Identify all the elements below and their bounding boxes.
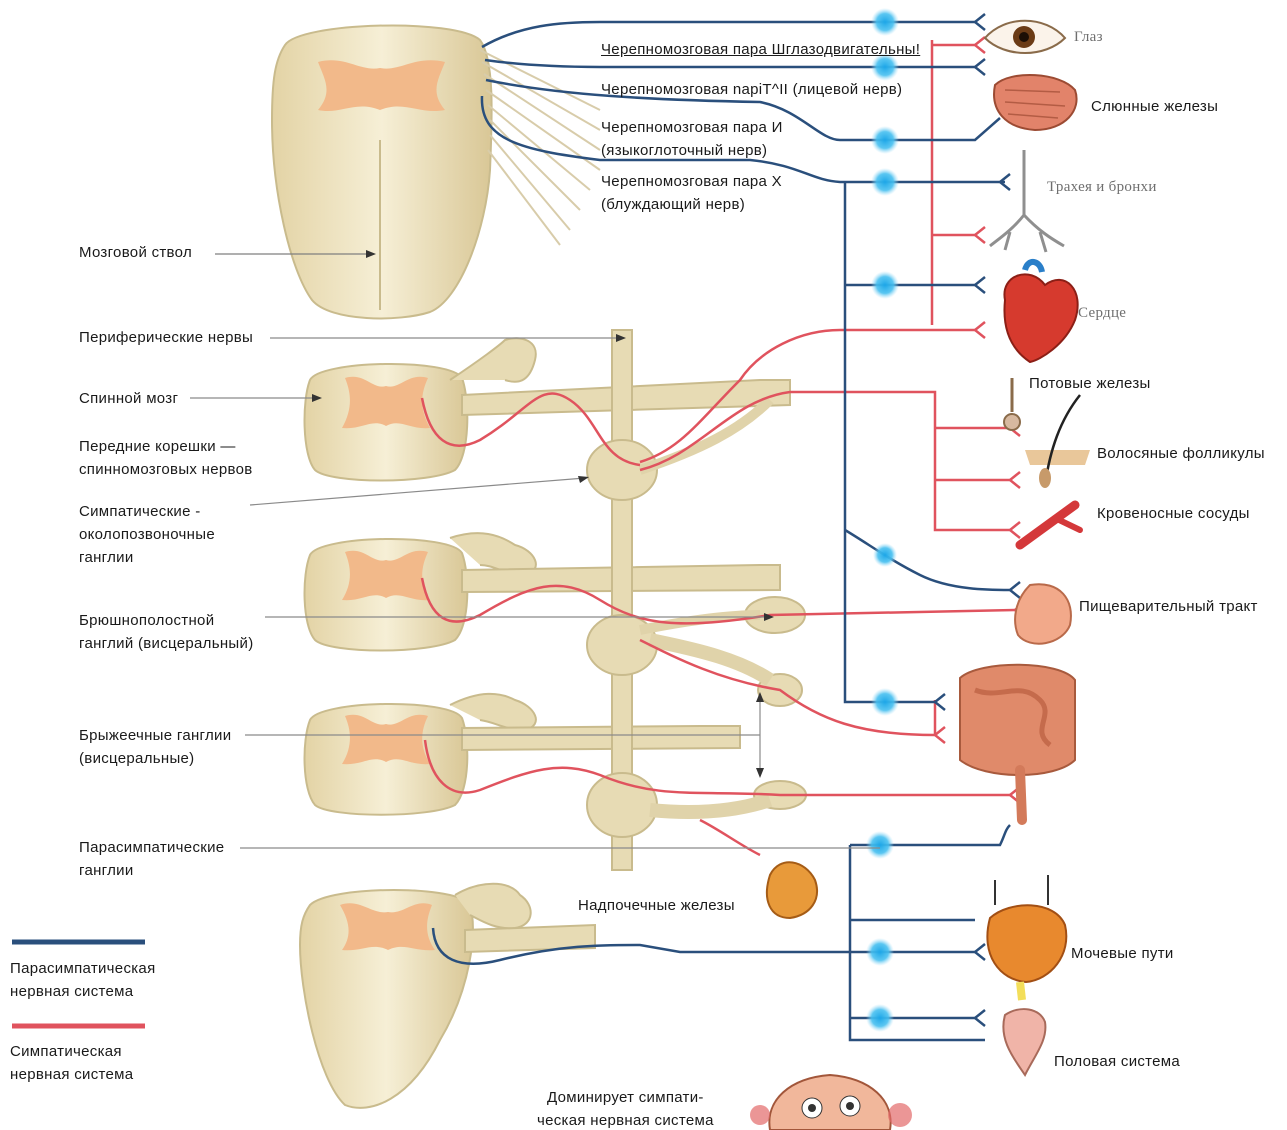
spinal-segment-1 bbox=[305, 338, 790, 480]
label-heart: Сердце bbox=[1078, 302, 1126, 325]
label-cranial-nerve-9: Черепномозговая пара И (языкоглоточный н… bbox=[601, 116, 783, 162]
label-salivary-glands: Слюнные железы bbox=[1091, 95, 1218, 118]
salivary-glands-illustration bbox=[994, 75, 1077, 130]
digestive-tract-illustration bbox=[960, 584, 1075, 820]
sweat-gland-illustration bbox=[1004, 378, 1020, 430]
spinal-segment-3 bbox=[305, 694, 740, 815]
label-peripheral-nerves: Периферические нервы bbox=[79, 326, 253, 349]
label-digestive-tract: Пищеварительный тракт bbox=[1079, 595, 1258, 618]
label-parasympathetic-ganglia: Парасимпатические ганглии bbox=[79, 836, 224, 882]
legend-parasympathetic-label: Парасимпатическая нервная система bbox=[10, 957, 156, 1003]
label-mesenteric-ganglia: Брыжеечные ганглии (висцеральные) bbox=[79, 724, 231, 770]
label-anterior-roots: Передние корешки — спинномозговых нервов bbox=[79, 435, 253, 481]
spinal-segment-sacral bbox=[300, 884, 595, 1108]
genital-illustration bbox=[1003, 1009, 1045, 1075]
label-sympathetic-dominates: Доминирует симпати- ческая нервная систе… bbox=[537, 1086, 714, 1130]
label-cranial-nerve-3: Черепномозговая пара Шглазодвигательны! bbox=[601, 38, 920, 61]
adrenal-gland-illustration bbox=[767, 862, 817, 918]
label-cranial-nerve-10: Черепномозговая пара X (блуждающий нерв) bbox=[601, 170, 782, 216]
sympathetic-chain bbox=[587, 330, 806, 870]
label-sweat-glands: Потовые железы bbox=[1029, 372, 1151, 395]
label-adrenal-glands: Надпочечные железы bbox=[578, 894, 735, 917]
spinal-segment-2 bbox=[305, 533, 780, 650]
label-trachea: Трахея и бронхи bbox=[1047, 176, 1157, 199]
nerve-endings bbox=[935, 14, 1025, 1026]
legend-sympathetic-label: Симпатическая нервная система bbox=[10, 1040, 133, 1086]
trachea-illustration bbox=[990, 150, 1064, 252]
label-cranial-nerve-7: Черепномозговая napiT^II (лицевой нерв) bbox=[601, 78, 902, 101]
face-illustration bbox=[750, 1075, 912, 1130]
label-urinary-tract: Мочевые пути bbox=[1071, 942, 1174, 965]
eye-illustration bbox=[985, 21, 1065, 53]
label-paravertebral-ganglia: Симпатические - околопозвоночные ганглии bbox=[79, 500, 215, 569]
hair-follicle-illustration bbox=[1025, 395, 1090, 488]
label-genital-system: Половая система bbox=[1054, 1050, 1180, 1073]
label-blood-vessels: Кровеносные сосуды bbox=[1097, 502, 1250, 525]
label-hair-follicles: Волосяные фолликулы bbox=[1097, 442, 1265, 465]
parasympathetic-ganglia-markers bbox=[866, 8, 899, 1032]
bladder-illustration bbox=[987, 875, 1066, 1000]
label-celiac-ganglion: Брюшнополостной ганглий (висцеральный) bbox=[79, 609, 254, 655]
label-brainstem: Мозговой ствол bbox=[79, 241, 192, 264]
label-eye: Глаз bbox=[1074, 26, 1103, 49]
brainstem-illustration bbox=[215, 25, 600, 318]
heart-illustration bbox=[1004, 262, 1077, 362]
label-spinal-cord: Спинной мозг bbox=[79, 387, 178, 410]
blood-vessel-illustration bbox=[1020, 505, 1080, 545]
